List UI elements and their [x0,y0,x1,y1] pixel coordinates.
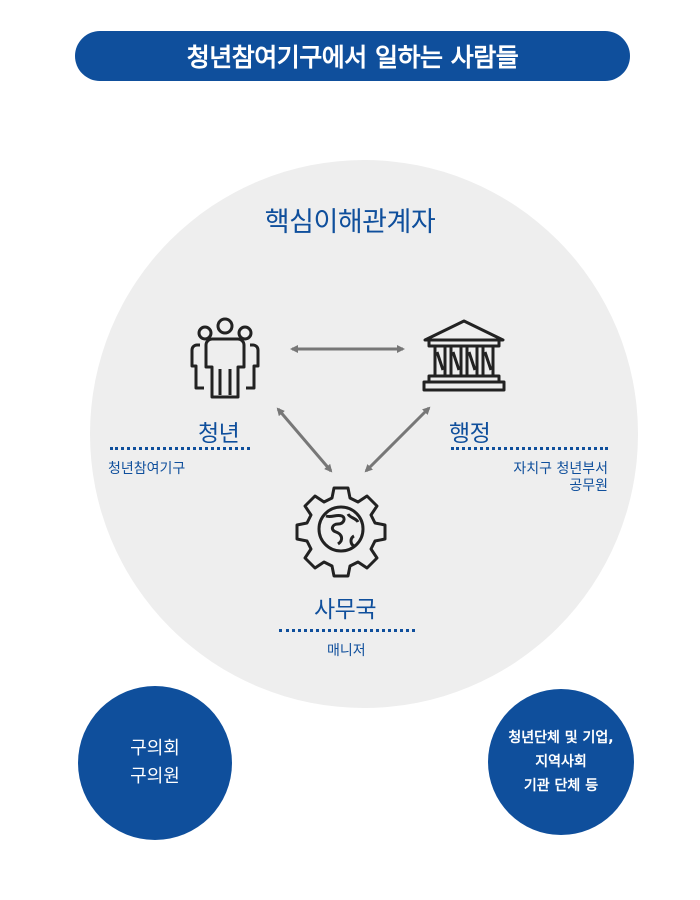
diagram-title: 핵심이해관계자 [264,207,436,238]
people-group-icon [190,317,260,399]
arrow-admin-office [364,406,431,473]
admin-label: 행정 [449,421,491,447]
council-line1: 구의회 [130,738,180,759]
youth-label: 청년 [198,421,240,447]
stakeholder-circle [90,160,638,708]
gear-globe-icon [295,486,387,578]
community-line1: 청년단체 및 기업, [508,730,614,746]
community-circle: 청년단체 및 기업, 지역사회 기관 단체 등 [488,689,634,835]
arrow-youth-office [276,407,333,473]
community-line3: 기관 단체 등 [523,778,599,794]
council-line2: 구의원 [130,766,180,787]
youth-divider [110,447,250,450]
admin-sub-line1: 자치구 청년부서 [513,461,608,477]
government-building-icon [422,319,506,392]
admin-sub: 자치구 청년부서 공무원 [480,461,608,495]
council-circle: 구의회 구의원 [78,686,232,840]
office-divider [279,629,415,632]
office-label: 사무국 [314,597,376,623]
page-title: 청년참여기구에서 일하는 사람들 [75,31,630,81]
community-line2: 지역사회 [535,754,587,770]
youth-sub: 청년참여기구 [108,461,186,477]
office-sub: 매니저 [327,643,366,659]
admin-divider [451,447,608,450]
admin-sub-line2: 공무원 [569,478,608,494]
